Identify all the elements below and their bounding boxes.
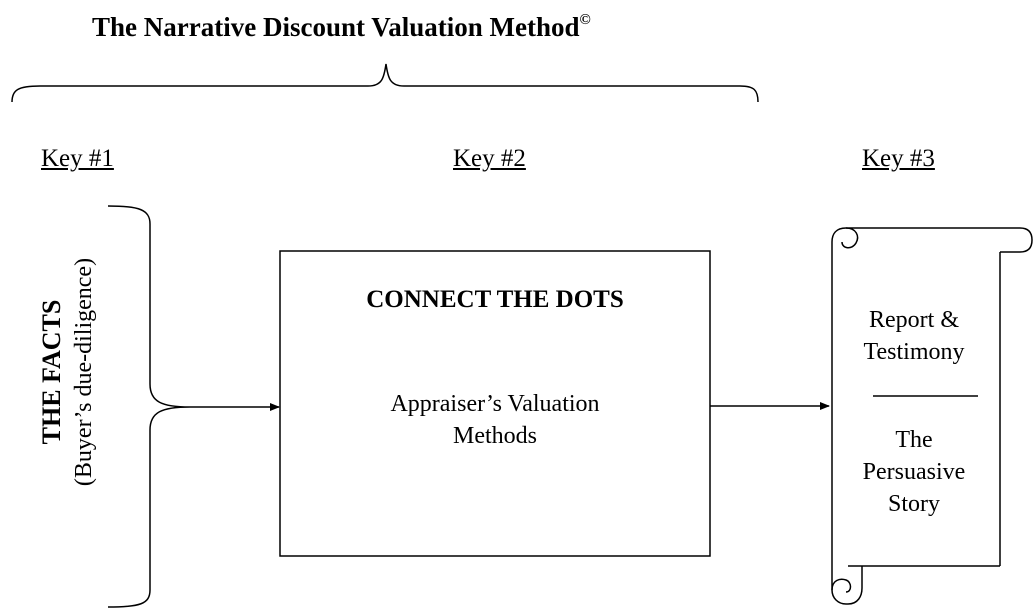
diagram-title-text: The Narrative Discount Valuation Method	[92, 12, 580, 42]
box-heading: CONNECT THE DOTS	[366, 286, 624, 313]
scroll-bottom-line-2: Persuasive	[862, 459, 966, 485]
scroll-shape	[831, 227, 1033, 605]
top-brace	[11, 63, 759, 103]
key-2-label: Key #2	[453, 145, 526, 172]
facts-subtitle: (Buyer’s due-diligence)	[71, 257, 97, 487]
diagram-title: The Narrative Discount Valuation Method©	[92, 12, 591, 43]
scroll-bottom-text: The Persuasive Story	[826, 424, 1002, 520]
copyright-mark: ©	[579, 12, 591, 28]
key-1-label: Key #1	[41, 145, 114, 172]
facts-title: THE FACTS	[37, 299, 66, 445]
box-body: Appraiser’s Valuation Methods	[280, 388, 710, 452]
box-body-line-1: Appraiser’s Valuation	[390, 391, 600, 417]
scroll-top-line-2: Testimony	[863, 339, 965, 365]
facts-brace	[107, 205, 191, 608]
scroll-top-text: Report & Testimony	[826, 304, 1002, 368]
connect-the-dots-box	[279, 250, 711, 557]
box-body-line-2: Methods	[453, 423, 537, 449]
scroll-bottom-line-3: Story	[887, 491, 940, 517]
key-3-label: Key #3	[862, 145, 935, 172]
facts-label: THE FACTS (Buyer’s due-diligence)	[36, 222, 116, 522]
scroll-bottom-line-1: The	[895, 427, 933, 453]
scroll-top-line-1: Report &	[869, 307, 959, 333]
